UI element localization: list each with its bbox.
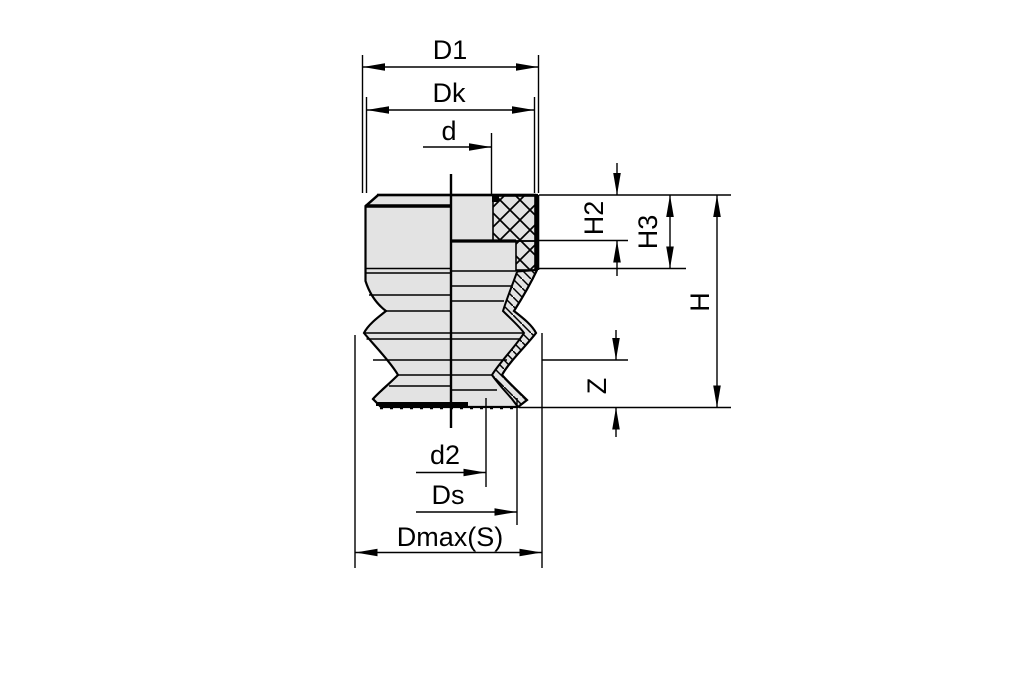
arrow-right xyxy=(494,508,517,516)
dim-label-ds: Ds xyxy=(432,480,465,510)
dim-label-d2: d2 xyxy=(430,440,460,470)
arrow-down xyxy=(613,173,621,195)
dimension-dk: Dk xyxy=(365,78,536,193)
dim-label-d1: D1 xyxy=(433,35,468,65)
dim-label-z: Z xyxy=(582,378,612,395)
dim-label-h: H xyxy=(685,292,715,312)
arrow-down xyxy=(612,338,620,360)
rubber-wall-section xyxy=(492,270,537,407)
arrow-up xyxy=(713,195,721,217)
left-contour-lines xyxy=(364,267,451,387)
dim-label-h2: H2 xyxy=(579,201,609,236)
dimensions: D1 Dk d xyxy=(354,35,731,568)
cup-body xyxy=(362,174,540,428)
arrow-up xyxy=(666,195,674,217)
insert-corner xyxy=(492,195,499,202)
rubber-wall-inner-edge xyxy=(490,271,526,408)
arrow-left xyxy=(367,106,389,114)
reference-lines-right xyxy=(519,194,731,409)
dimension-z: Z xyxy=(582,330,620,437)
arrow-up xyxy=(612,407,620,430)
right-contour-lines xyxy=(451,270,523,391)
dimension-dmax: Dmax(S) xyxy=(354,333,543,568)
dimension-d1: D1 xyxy=(361,35,540,193)
dimension-d2: d2 xyxy=(416,398,487,487)
fitting-insert xyxy=(492,195,536,271)
arrow-up xyxy=(613,240,621,263)
dimension-h: H xyxy=(685,195,721,408)
dimension-h2: H2 xyxy=(579,163,621,276)
arrow-right xyxy=(463,468,486,477)
arrow-right xyxy=(519,548,542,557)
arrow-left xyxy=(363,63,385,71)
arrow-right xyxy=(512,106,534,114)
dimension-d: d xyxy=(423,116,493,194)
dim-label-dk: Dk xyxy=(433,78,466,108)
arrow-right xyxy=(469,143,491,151)
dimension-ds: Ds xyxy=(416,398,518,525)
dim-label-h3: H3 xyxy=(633,215,663,250)
arrow-right xyxy=(516,63,538,71)
dimension-h3: H3 xyxy=(633,195,674,269)
dim-label-dmax: Dmax(S) xyxy=(397,522,504,552)
arrow-down xyxy=(713,385,721,408)
arrow-down xyxy=(666,246,674,269)
dim-label-d: d xyxy=(441,116,456,146)
arrow-left xyxy=(355,548,378,557)
